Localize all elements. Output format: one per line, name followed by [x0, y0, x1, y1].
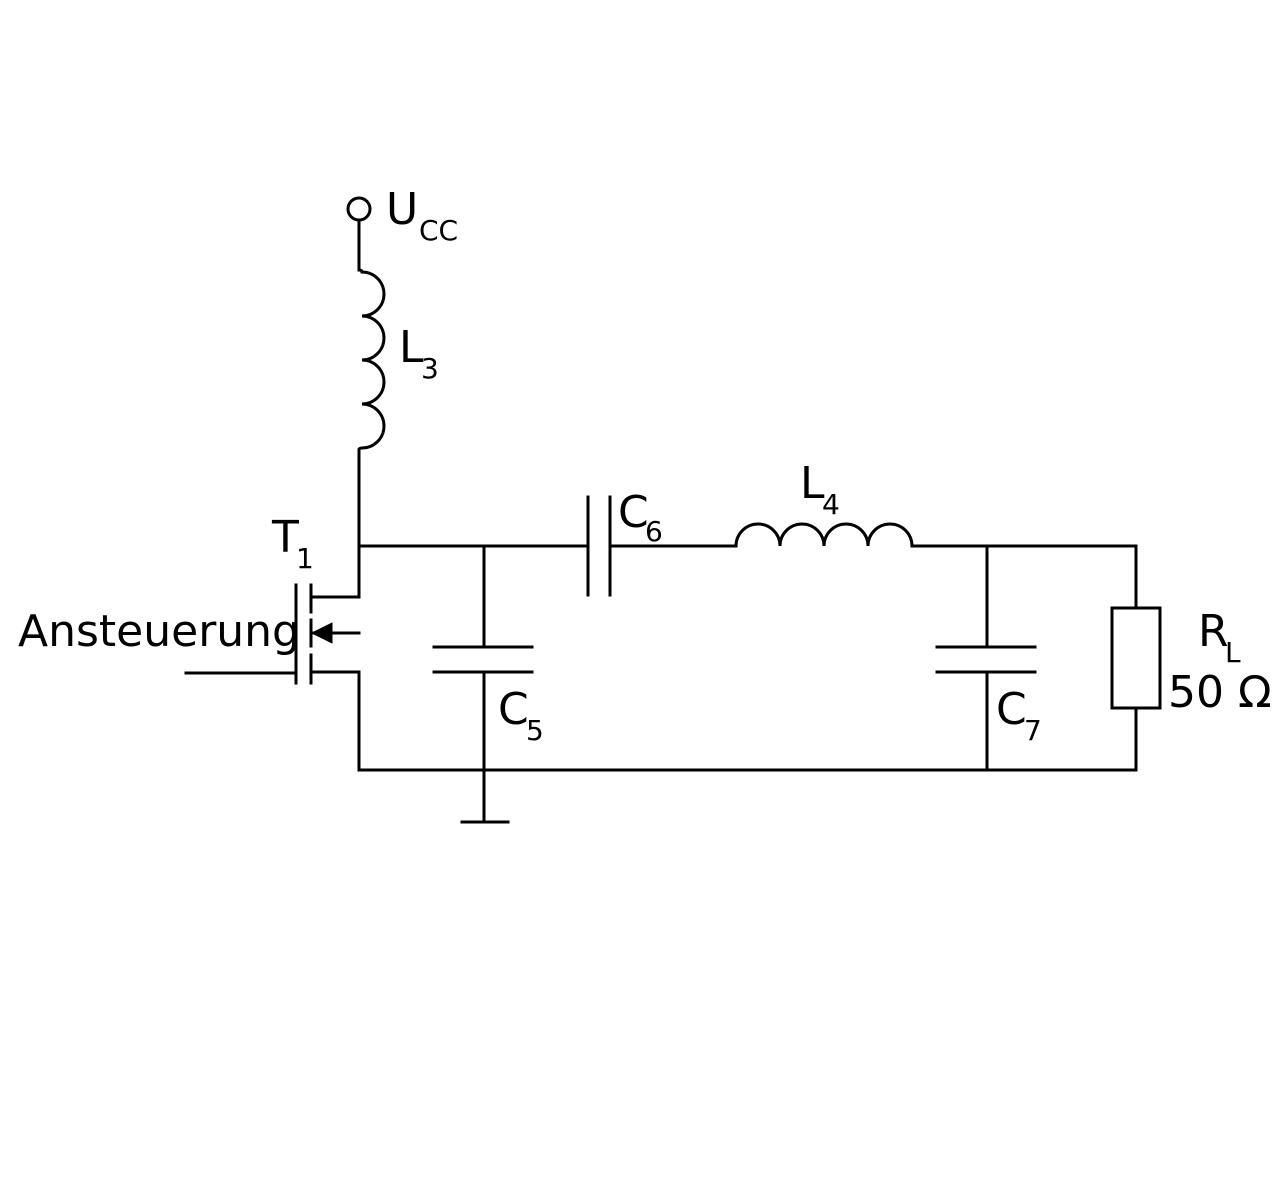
- label-supply: U: [386, 184, 418, 235]
- label-c6-sub: 6: [645, 515, 663, 548]
- label-c5-sub: 5: [526, 714, 544, 747]
- label-c6: C: [618, 487, 649, 538]
- label-l4: L: [800, 458, 825, 509]
- label-supply-sub: CC: [419, 214, 458, 247]
- label-c5: C: [498, 684, 529, 735]
- label-c7-sub: 7: [1024, 714, 1042, 747]
- transistor-t1: [294, 544, 361, 685]
- wire-bottom-rail: [357, 670, 1138, 772]
- supply-terminal: [346, 196, 372, 222]
- wire-top-rail-right: [910, 544, 1138, 610]
- inductor-l4: [734, 522, 914, 548]
- label-rl-value: 50 Ω: [1168, 667, 1272, 718]
- transistor-arrow: [310, 622, 333, 644]
- resistor-rl: [1110, 606, 1162, 710]
- label-rl: R: [1198, 606, 1229, 657]
- label-drive: Ansteuerung: [18, 606, 300, 657]
- inductor-l3: [357, 268, 386, 452]
- label-l4-sub: 4: [822, 488, 840, 521]
- label-c7: C: [996, 684, 1027, 735]
- label-l3-sub: 3: [421, 352, 439, 385]
- label-rl-sub: L: [1225, 636, 1241, 669]
- label-t1-sub: 1: [296, 542, 314, 575]
- label-l3: L: [399, 322, 424, 373]
- label-t1: T: [271, 512, 299, 563]
